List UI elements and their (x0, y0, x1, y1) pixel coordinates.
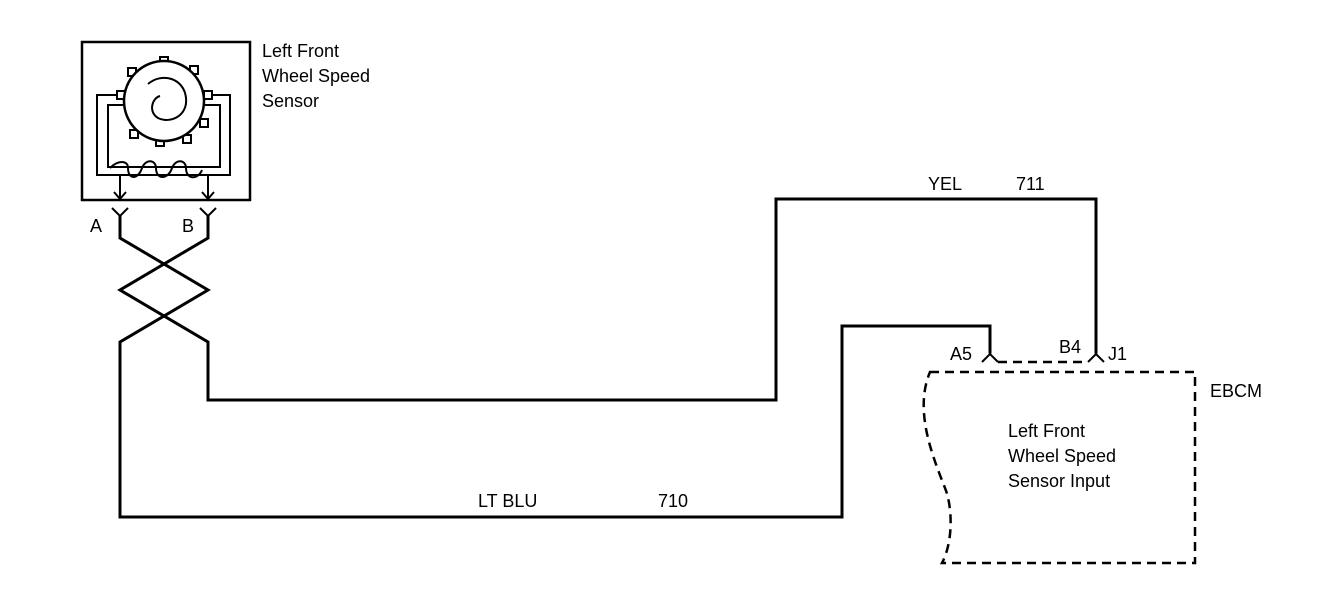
sensor-coil-winding (109, 160, 203, 179)
ebcm-pin-a5-connector (981, 352, 999, 363)
twisted-pair-b (117, 214, 210, 402)
sensor-lead-arrow-a (113, 191, 127, 201)
ebcm-connector-label: J1 (1108, 344, 1127, 364)
ebcm-input-line3: Sensor Input (1008, 471, 1110, 491)
sensor-label-line1: Left Front (262, 41, 339, 61)
ebcm-pin-b4-label: B4 (1059, 337, 1081, 357)
wire-ltblu-circuit-label: 710 (658, 491, 688, 511)
ebcm-outline (922, 370, 1197, 565)
ebcm-name: EBCM (1210, 381, 1262, 401)
sensor-label-line3: Sensor (262, 91, 319, 111)
ebcm-input-line2: Wheel Speed (1008, 446, 1116, 466)
terminal-a-label: A (90, 216, 102, 236)
reluctor-inner-swirl (147, 76, 188, 121)
reluctor-wheel (122, 59, 206, 143)
ebcm-pin-a5-label: A5 (950, 344, 972, 364)
terminal-b-label: B (182, 216, 194, 236)
ebcm-input-line1: Left Front (1008, 421, 1085, 441)
wire-ltblu-710 (118, 324, 992, 519)
ebcm-pin-b4-connector (1087, 352, 1105, 363)
wire-yel-711 (206, 197, 1098, 402)
sensor-lead-arrow-b (201, 191, 215, 201)
wheel-speed-sensor (80, 40, 252, 202)
twisted-pair-a (118, 214, 211, 519)
wire-yel-circuit-label: 711 (1016, 174, 1045, 194)
wire-ltblu-color-label: LT BLU (478, 491, 537, 511)
sensor-label-line2: Wheel Speed (262, 66, 370, 86)
sensor-housing (80, 40, 252, 202)
wire-yel-color-label: YEL (928, 174, 962, 194)
